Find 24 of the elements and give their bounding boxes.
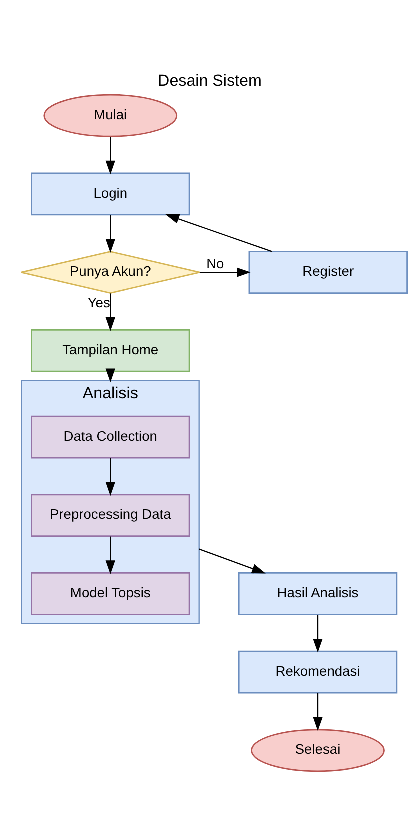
node-box: Model Topsis (31, 572, 190, 615)
arrow (106, 536, 116, 574)
arrow (199, 548, 266, 574)
arrow (106, 136, 116, 174)
arrow (313, 614, 323, 652)
arrow (106, 368, 116, 382)
arrow (106, 293, 116, 331)
arrow (106, 214, 116, 253)
arrow (106, 458, 116, 496)
node-box: Login (31, 172, 190, 216)
edge-label: No (206, 255, 224, 272)
arrow (313, 692, 323, 731)
diagram-title: Desain Sistem (158, 72, 262, 90)
node-diamond: Punya Akun? (20, 250, 201, 294)
node-ellipse: Mulai (44, 94, 178, 137)
node-ellipse: Selesai (251, 728, 385, 772)
node-box: Data Collection (31, 415, 190, 458)
arrow (166, 214, 272, 252)
edge-label: Yes (88, 294, 110, 310)
arrow (200, 267, 251, 277)
node-box: Register (248, 250, 408, 294)
node-box: Preprocessing Data (31, 494, 190, 537)
node-box: Rekomendasi (238, 650, 398, 694)
node-box: Hasil Analisis (238, 572, 398, 615)
